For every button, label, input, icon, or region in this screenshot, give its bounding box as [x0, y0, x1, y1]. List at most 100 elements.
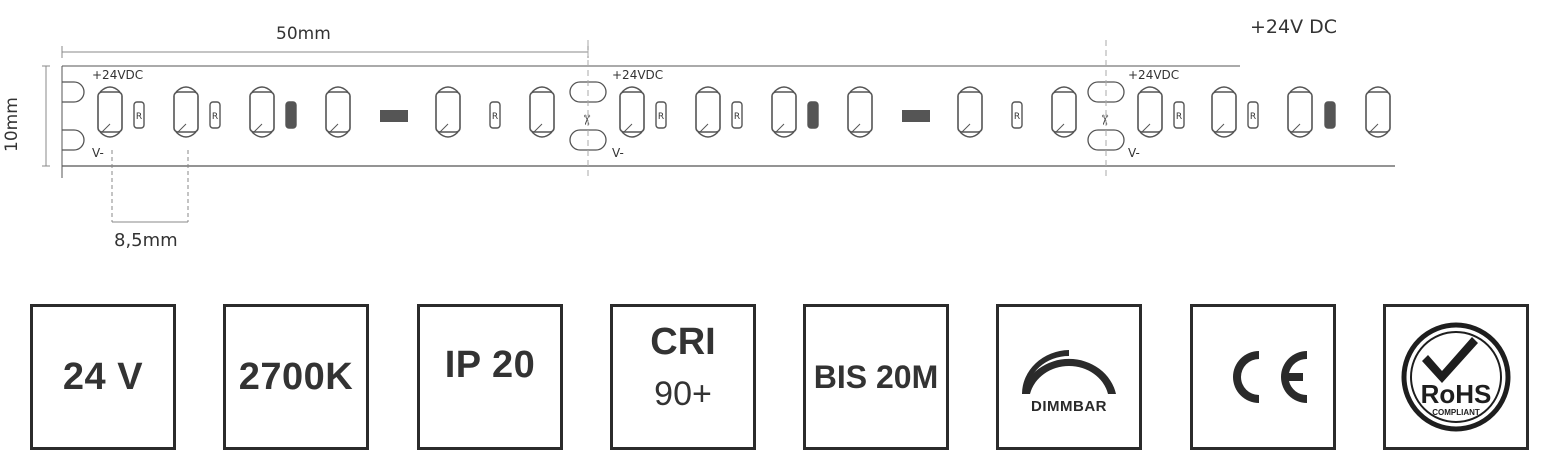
led-chip-bottom: [1289, 131, 1311, 138]
resistor: [807, 101, 819, 129]
cri-value: 90+: [654, 375, 712, 413]
led-chip-top: [175, 86, 197, 93]
led-chip-mark: [1141, 123, 1151, 133]
segment-3-minus-label: V-: [1128, 146, 1140, 160]
resistor: [1173, 101, 1185, 129]
led-chip-bottom: [697, 131, 719, 138]
resistor-label: R: [212, 112, 218, 122]
bis-spec-box: BIS 20M: [803, 304, 949, 450]
segment-3-plus-label: +24VDC: [1128, 68, 1180, 82]
resistor: [731, 101, 743, 129]
ce-spec-box: [1190, 304, 1336, 450]
led-chip-bottom: [959, 131, 981, 138]
resistor-label: R: [658, 112, 664, 122]
end-pad-top: [62, 81, 85, 103]
bis-value: BIS 20M: [813, 358, 939, 395]
led-chip: [173, 91, 199, 133]
led-chip: [957, 91, 983, 133]
led-chip: [1051, 91, 1077, 133]
resistor: [1247, 101, 1259, 129]
resistor-label: R: [136, 112, 142, 122]
led-chip-top: [1289, 86, 1311, 93]
segment-1-minus-label: V-: [92, 146, 104, 160]
led-chip-mark: [623, 123, 633, 133]
resistor: [285, 101, 297, 129]
led-chip-top: [1139, 86, 1161, 93]
led-chip-bottom: [1139, 131, 1161, 138]
led-chip-mark: [253, 123, 263, 133]
dimension-lines: [42, 40, 1107, 223]
led-chip-bottom: [1213, 131, 1235, 138]
end-pad-bottom: [62, 129, 85, 151]
led-chip-mark: [775, 123, 785, 133]
led-chip-mark: [329, 123, 339, 133]
led-chip: [847, 91, 873, 133]
length-dimension-label: 50mm: [276, 24, 331, 44]
led-chip-bottom: [621, 131, 643, 138]
segment-2-minus-label: V-: [612, 146, 624, 160]
led-chip-bottom: [99, 131, 121, 138]
resistor-label: R: [492, 112, 498, 122]
led-chip: [1211, 91, 1237, 133]
led-chip: [771, 91, 797, 133]
ce-mark-icon: [1233, 351, 1307, 403]
led-chip-top: [437, 86, 459, 93]
led-chip-top: [1367, 86, 1389, 93]
led-chip: [1137, 91, 1163, 133]
led-chip: [435, 91, 461, 133]
led-chip-bottom: [437, 131, 459, 138]
led-chip-bottom: [251, 131, 273, 138]
dimmable-label: DIMMBAR: [1031, 397, 1107, 415]
rohs-check-icon: RoHS COMPLIANT: [1401, 322, 1511, 432]
led-chip-top: [1053, 86, 1075, 93]
led-chip-top: [849, 86, 871, 93]
led-chip-mark: [1055, 123, 1065, 133]
led-chip: [1365, 91, 1391, 133]
power-label: +24V DC: [1250, 16, 1338, 38]
resistor: [655, 101, 667, 129]
led-chip-mark: [961, 123, 971, 133]
led-chip-mark: [1291, 123, 1301, 133]
resistor: [133, 101, 145, 129]
scissors-icon: ✂: [1096, 114, 1112, 126]
voltage-value: 24 V: [62, 355, 144, 398]
led-chip: [97, 91, 123, 133]
led-chip-bottom: [1053, 131, 1075, 138]
led-chip-mark: [439, 123, 449, 133]
voltage-spec-box: 24 V: [30, 304, 176, 450]
led-chip: [619, 91, 645, 133]
led-chip-bottom: [849, 131, 871, 138]
dimmable-spec-box: DIMMBAR: [996, 304, 1142, 450]
color-temp-spec-box: 2700K: [223, 304, 369, 450]
resistor: [489, 101, 501, 129]
resistor-label: R: [1250, 112, 1256, 122]
led-chip-mark: [699, 123, 709, 133]
scissors-icon: ✂: [578, 114, 594, 126]
led-chip-top: [99, 86, 121, 93]
resistor: [1324, 101, 1336, 129]
led-chip: [249, 91, 275, 133]
resistor-label: R: [734, 112, 740, 122]
led-chip-top: [327, 86, 349, 93]
led-chip-top: [1213, 86, 1235, 93]
led-chip-top: [531, 86, 553, 93]
led-chip-bottom: [327, 131, 349, 138]
led-chip-top: [697, 86, 719, 93]
led-chip-bottom: [175, 131, 197, 138]
ip-rating-spec-box: IP 20: [417, 304, 563, 450]
led-chip: [325, 91, 351, 133]
resistor: [1011, 101, 1023, 129]
segment-2-plus-label: +24VDC: [612, 68, 664, 82]
led-chip-bottom: [1367, 131, 1389, 138]
resistor-label: R: [1176, 112, 1182, 122]
led-chip-mark: [177, 123, 187, 133]
segment-1-plus-label: +24VDC: [92, 68, 144, 82]
led-chip-bottom: [531, 131, 553, 138]
ip-rating-value: IP 20: [444, 343, 536, 386]
cri-spec-box: CRI 90+: [610, 304, 756, 450]
led-chip: [529, 91, 555, 133]
led-chip-mark: [101, 123, 111, 133]
led-chip-top: [251, 86, 273, 93]
